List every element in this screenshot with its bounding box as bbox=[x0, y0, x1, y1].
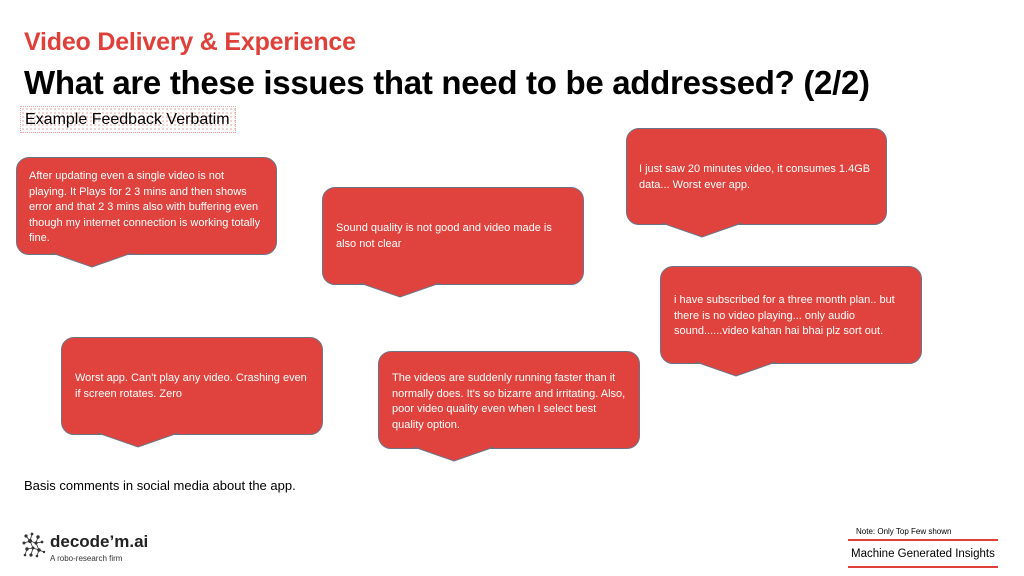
feedback-bubble-2: Sound quality is not good and video made… bbox=[322, 187, 584, 285]
feedback-bubble-5: Worst app. Can't play any video. Crashin… bbox=[61, 337, 323, 435]
feedback-text: i have subscribed for a three month plan… bbox=[674, 294, 895, 337]
speech-tail-4 bbox=[695, 361, 777, 377]
speech-tail-6 bbox=[413, 446, 495, 462]
basis-note: Basis comments in social media about the… bbox=[24, 478, 296, 493]
feedback-bubble-4: i have subscribed for a three month plan… bbox=[660, 266, 922, 364]
feedback-text: Sound quality is not good and video made… bbox=[336, 222, 552, 250]
feedback-text: Worst app. Can't play any video. Crashin… bbox=[75, 372, 307, 400]
speech-tail-2 bbox=[359, 282, 441, 298]
page-title: What are these issues that need to be ad… bbox=[24, 64, 870, 101]
footer-label: Machine Generated Insights bbox=[851, 548, 995, 560]
subtitle-label: Example Feedback Verbatim bbox=[20, 106, 236, 133]
divider-bottom bbox=[848, 566, 998, 568]
divider-top bbox=[848, 539, 998, 541]
feedback-text: The videos are suddenly running faster t… bbox=[392, 372, 626, 431]
logo-tagline: A robo-research firm bbox=[50, 554, 123, 563]
feedback-bubble-1: After updating even a single video is no… bbox=[16, 157, 277, 255]
feedback-bubble-6: The videos are suddenly running faster t… bbox=[378, 351, 640, 449]
logo-name: decode’m.ai bbox=[50, 532, 149, 551]
feedback-text: After updating even a single video is no… bbox=[29, 170, 261, 244]
speech-tail-3 bbox=[661, 222, 743, 238]
speech-tail-1 bbox=[51, 252, 133, 268]
feedback-text: I just saw 20 minutes video, it consumes… bbox=[639, 163, 871, 191]
footnote: Note: Only Top Few shown bbox=[856, 527, 952, 536]
section-kicker: Video Delivery & Experience bbox=[24, 28, 356, 56]
speech-tail-5 bbox=[97, 432, 179, 448]
logo-mark-icon bbox=[22, 532, 46, 558]
feedback-bubble-3: I just saw 20 minutes video, it consumes… bbox=[626, 128, 887, 225]
